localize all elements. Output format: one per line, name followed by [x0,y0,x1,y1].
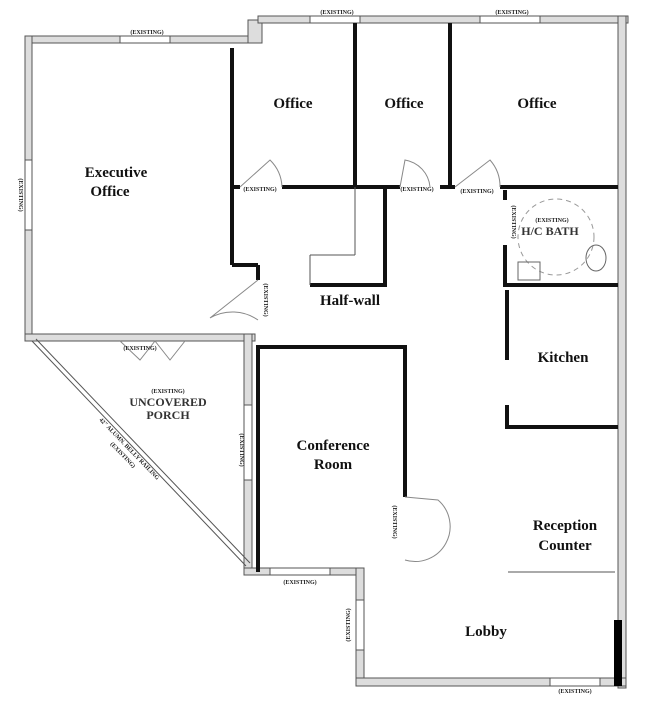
bath-existing-label: (EXISTING) [535,217,568,224]
existing-tag: (EXISTING) [130,29,163,36]
existing-tag: (EXISTING) [283,579,316,586]
interior-walls [230,23,622,686]
conference-label: Conference [296,438,369,454]
bath-label: H/C BATH [521,224,579,238]
existing-tag: (EXISTING) [238,433,245,466]
lobby-label: Lobby [465,624,507,640]
railing-label-group: 42" ALUMN. BELLY RAILING (EXISTING) [98,417,161,482]
existing-tag: (EXISTING) [17,178,24,211]
office-2-label: Office [384,96,423,112]
office-3-label: Office [517,96,556,112]
porch-label-2: PORCH [146,408,190,422]
windows [24,15,601,687]
existing-tag: (EXISTING) [123,345,156,352]
porch-existing-label: (EXISTING) [151,388,184,395]
existing-tag: (EXISTING) [243,186,276,193]
conference-label-2: Room [314,457,353,473]
existing-tag: (EXISTING) [495,9,528,16]
existing-tag: (EXISTING) [400,186,433,193]
existing-tag: (EXISTING) [391,505,398,538]
reception-label-2: Counter [538,538,592,554]
existing-tag: (EXISTING) [558,688,591,695]
executive-office-label: Executive [85,165,148,181]
executive-office-label-2: Office [90,184,129,200]
existing-tag: (EXISTING) [320,9,353,16]
existing-tag: (EXISTING) [510,205,517,238]
half-wall-label: Half-wall [320,293,380,309]
kitchen-label: Kitchen [538,350,589,366]
existing-tag: (EXISTING) [460,188,493,195]
doors [119,159,607,562]
office-1-label: Office [273,96,312,112]
reception-label: Reception [533,518,598,534]
existing-tag: (EXISTING) [262,283,269,316]
porch-label: UNCOVERED [129,395,207,409]
railing-label: 42" ALUMN. BELLY RAILING [98,417,161,482]
porch-railing [31,338,251,567]
existing-tag: (EXISTING) [345,608,352,641]
